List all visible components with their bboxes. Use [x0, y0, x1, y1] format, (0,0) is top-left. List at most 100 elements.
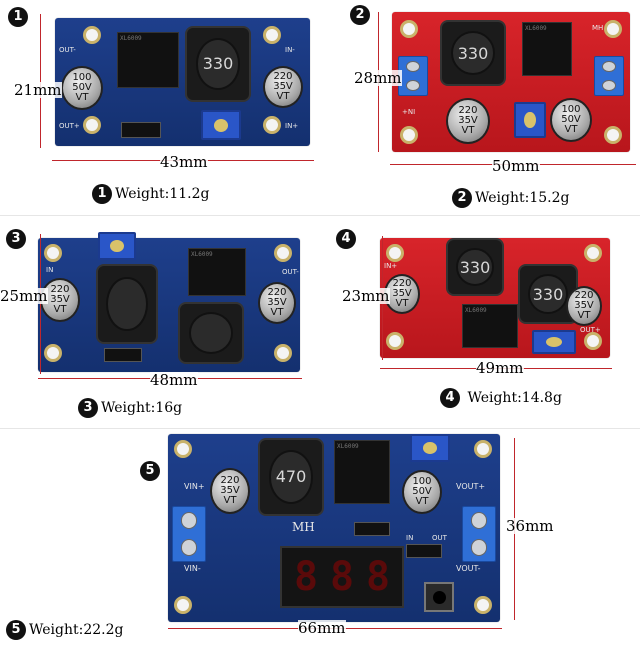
- mount-hole: [83, 116, 101, 134]
- module-3-panel: 3 XL6009 220 35V VT 220 35V VT IN OUT- 2…: [0, 220, 320, 425]
- divider: [0, 215, 640, 216]
- regulator-chip: XL6009: [462, 304, 518, 348]
- divider: [0, 428, 640, 429]
- input-terminal: [172, 506, 206, 562]
- capacitor-left: 100 50V VT: [61, 66, 103, 110]
- mount-hole: [263, 26, 281, 44]
- mount-hole: [44, 244, 62, 262]
- in-minus-label: IN-: [285, 46, 295, 54]
- mount-hole: [474, 440, 492, 458]
- module-5-number: 5: [140, 460, 163, 481]
- inductor: 330: [185, 26, 251, 102]
- out-label: OUT-: [282, 268, 299, 276]
- trim-potentiometer: [514, 102, 546, 138]
- in-plus-label: IN+: [384, 262, 398, 270]
- mount-hole: [400, 20, 418, 38]
- out-plus-label: OUT+: [59, 122, 80, 130]
- display-digit: 8: [365, 554, 391, 600]
- module-1-board: OUT- OUT+ IN- IN+ XL6009 330 100 50V VT …: [55, 18, 310, 146]
- height-dimension-line: [40, 14, 41, 148]
- module-3-width: 48mm: [150, 371, 198, 389]
- module-2-height: 28mm: [354, 69, 402, 87]
- height-dimension-line: [40, 234, 41, 374]
- module-2-width: 50mm: [492, 157, 540, 175]
- mount-hole: [174, 440, 192, 458]
- input-terminal: [398, 56, 428, 96]
- mount-hole: [400, 126, 418, 144]
- out-plus-label: OUT+: [580, 326, 601, 334]
- mount-hole: [174, 596, 192, 614]
- mount-hole: [44, 344, 62, 362]
- module-5-width: 66mm: [298, 619, 346, 637]
- module-4-weight-label: 4 Weight:14.8g: [440, 388, 562, 408]
- push-button: [424, 582, 454, 612]
- module-2-board: 330 XL6009 220 35V VT 100 50V VT +NI MH: [392, 12, 630, 152]
- module-4-panel: 4 330 330 XL6009 220 35V VT 220 35V VT I…: [320, 220, 640, 425]
- capacitor-right: 220 35V VT: [263, 66, 303, 108]
- module-1-height: 21mm: [14, 81, 62, 99]
- mount-hole: [604, 126, 622, 144]
- capacitor-right: 220 35V VT: [566, 286, 602, 326]
- module-3-number: 3: [6, 228, 29, 249]
- inductor-a: [96, 264, 158, 344]
- capacitor-left: 220 35V VT: [210, 468, 250, 514]
- mount-hole: [584, 244, 602, 262]
- module-1-number: 1: [8, 6, 31, 27]
- capacitor-right: 100 50V VT: [550, 98, 592, 142]
- out-label: OUT: [432, 534, 447, 542]
- capacitor-right: 220 35V VT: [258, 282, 296, 324]
- regulator-chip: XL6009: [334, 440, 390, 504]
- in-plus-label: IN+: [285, 122, 299, 130]
- mh-label: MH: [292, 520, 315, 534]
- module-3-height: 25mm: [0, 287, 48, 305]
- in-plus-label: +NI: [402, 108, 416, 116]
- seven-segment-display: 8 8 8: [280, 546, 404, 608]
- inductor-a: 330: [446, 238, 504, 296]
- vout-minus-label: VOUT-: [456, 564, 481, 573]
- capacitor-right: 100 50V VT: [402, 470, 442, 514]
- mount-hole: [584, 332, 602, 350]
- inductor: 470: [258, 438, 324, 516]
- module-1-panel: 1 OUT- OUT+ IN- IN+ XL6009 330 100 50V V…: [0, 0, 320, 215]
- mh-label: MH: [592, 24, 604, 32]
- out-minus-label: OUT-: [59, 46, 76, 54]
- module-4-width: 49mm: [476, 359, 524, 377]
- switch: [406, 544, 442, 558]
- inductor-b: [178, 302, 244, 364]
- mount-hole: [83, 26, 101, 44]
- mount-hole: [274, 244, 292, 262]
- mount-hole: [386, 244, 404, 262]
- regulator-chip: XL6009: [188, 248, 246, 296]
- module-3-board: XL6009 220 35V VT 220 35V VT IN OUT-: [38, 232, 300, 372]
- mount-hole: [274, 344, 292, 362]
- module-1-width: 43mm: [160, 153, 208, 171]
- vin-minus-label: VIN-: [184, 564, 201, 573]
- inductor: 330: [440, 20, 506, 86]
- trim-potentiometer: [532, 330, 576, 354]
- mount-hole: [604, 20, 622, 38]
- module-5-board: 470 XL6009 220 35V VT 100 50V VT VIN+ VI…: [168, 434, 500, 622]
- regulator-chip: XL6009: [117, 32, 179, 88]
- capacitor-left: 220 35V VT: [446, 98, 490, 144]
- output-terminal: [462, 506, 496, 562]
- mount-hole: [386, 332, 404, 350]
- module-4-height: 23mm: [342, 287, 390, 305]
- module-2-panel: 2 330 XL6009 220 35V VT 100 50V VT +NI M…: [320, 0, 640, 215]
- diode: [354, 522, 390, 536]
- module-2-number: 2: [350, 4, 373, 25]
- trim-potentiometer: [410, 434, 450, 462]
- module-4-number: 4: [336, 228, 359, 249]
- trim-potentiometer: [201, 110, 241, 140]
- in-label: IN: [46, 266, 54, 274]
- vout-plus-label: VOUT+: [456, 482, 486, 491]
- mount-hole: [263, 116, 281, 134]
- mount-hole: [474, 596, 492, 614]
- regulator-chip: XL6009: [522, 22, 572, 76]
- display-digit: 8: [329, 554, 355, 600]
- in-label: IN: [406, 534, 414, 542]
- vin-plus-label: VIN+: [184, 482, 205, 491]
